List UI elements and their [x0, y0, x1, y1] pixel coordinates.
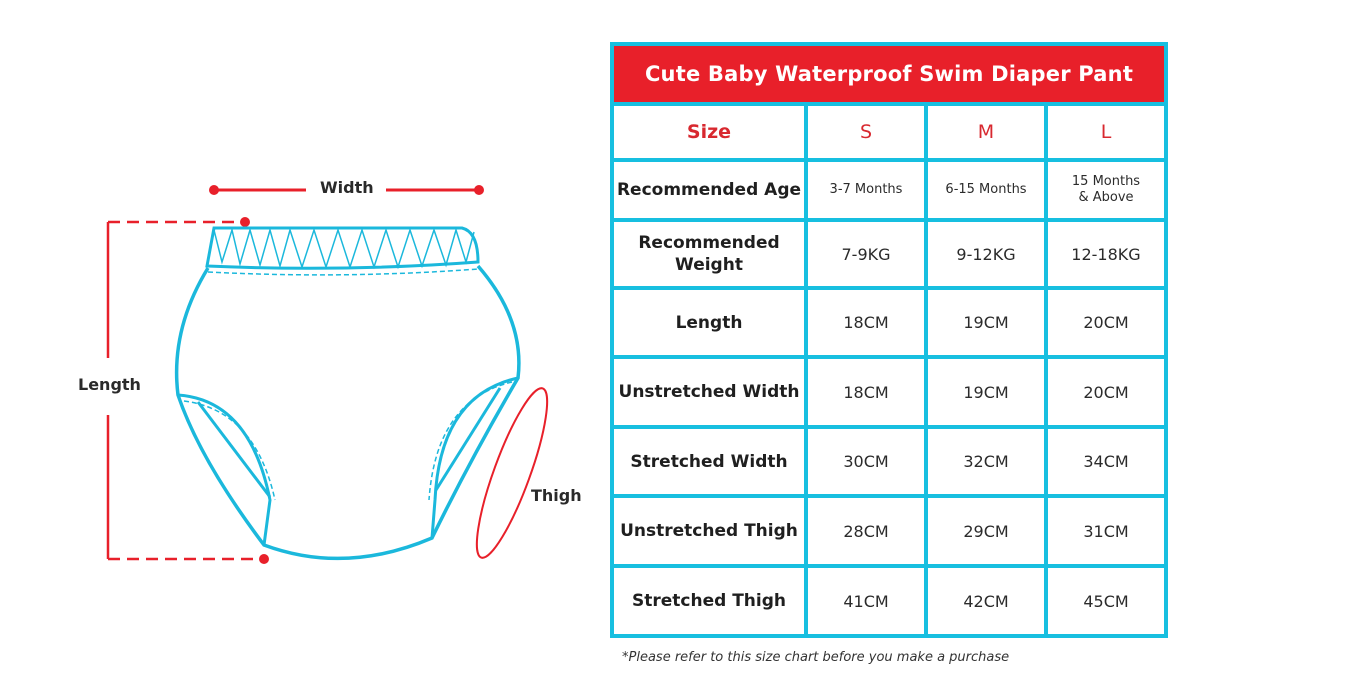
- width-label: Width: [320, 178, 374, 197]
- diaper-diagram: Width Length Thigh: [0, 0, 600, 691]
- table-cell: 9-12KG: [928, 222, 1044, 286]
- row-label-age: Recommended Age: [614, 162, 804, 218]
- size-header-label: Size: [614, 106, 804, 158]
- length-label: Length: [78, 375, 141, 394]
- table-cell: 32CM: [928, 429, 1044, 494]
- table-cell: 7-9KG: [808, 222, 924, 286]
- table-cell: 3-7 Months: [808, 162, 924, 218]
- diaper-outline-illustration: [106, 185, 549, 564]
- row-label-length: Length: [614, 290, 804, 355]
- table-cell: 34CM: [1048, 429, 1164, 494]
- size-chart-table: Cute Baby Waterproof Swim Diaper Pant Si…: [610, 42, 1168, 638]
- footnote: *Please refer to this size chart before …: [622, 650, 1010, 665]
- table-cell: 12-18KG: [1048, 222, 1164, 286]
- row-label-stretched-thigh: Stretched Thigh: [614, 568, 804, 634]
- table-cell: 29CM: [928, 498, 1044, 564]
- table-cell: 42CM: [928, 568, 1044, 634]
- table-cell: 20CM: [1048, 359, 1164, 425]
- table-cell: 20CM: [1048, 290, 1164, 355]
- table-cell: 41CM: [808, 568, 924, 634]
- table-title: Cute Baby Waterproof Swim Diaper Pant: [614, 46, 1164, 102]
- table-cell: 45CM: [1048, 568, 1164, 634]
- row-label-unstretched-thigh: Unstretched Thigh: [614, 498, 804, 564]
- table-cell: 31CM: [1048, 498, 1164, 564]
- table-cell: 15 Months & Above: [1048, 162, 1164, 218]
- table-cell: 19CM: [928, 359, 1044, 425]
- size-header-l: L: [1048, 106, 1164, 158]
- table-cell: 28CM: [808, 498, 924, 564]
- row-label-weight: Recommended Weight: [614, 222, 804, 286]
- size-header-m: M: [928, 106, 1044, 158]
- table-cell: 19CM: [928, 290, 1044, 355]
- thigh-label: Thigh: [531, 486, 582, 505]
- row-label-unstretched-width: Unstretched Width: [614, 359, 804, 425]
- row-label-stretched-width: Stretched Width: [614, 429, 804, 494]
- table-cell: 18CM: [808, 290, 924, 355]
- table-cell: 6-15 Months: [928, 162, 1044, 218]
- table-cell: 18CM: [808, 359, 924, 425]
- size-header-s: S: [808, 106, 924, 158]
- table-cell: 30CM: [808, 429, 924, 494]
